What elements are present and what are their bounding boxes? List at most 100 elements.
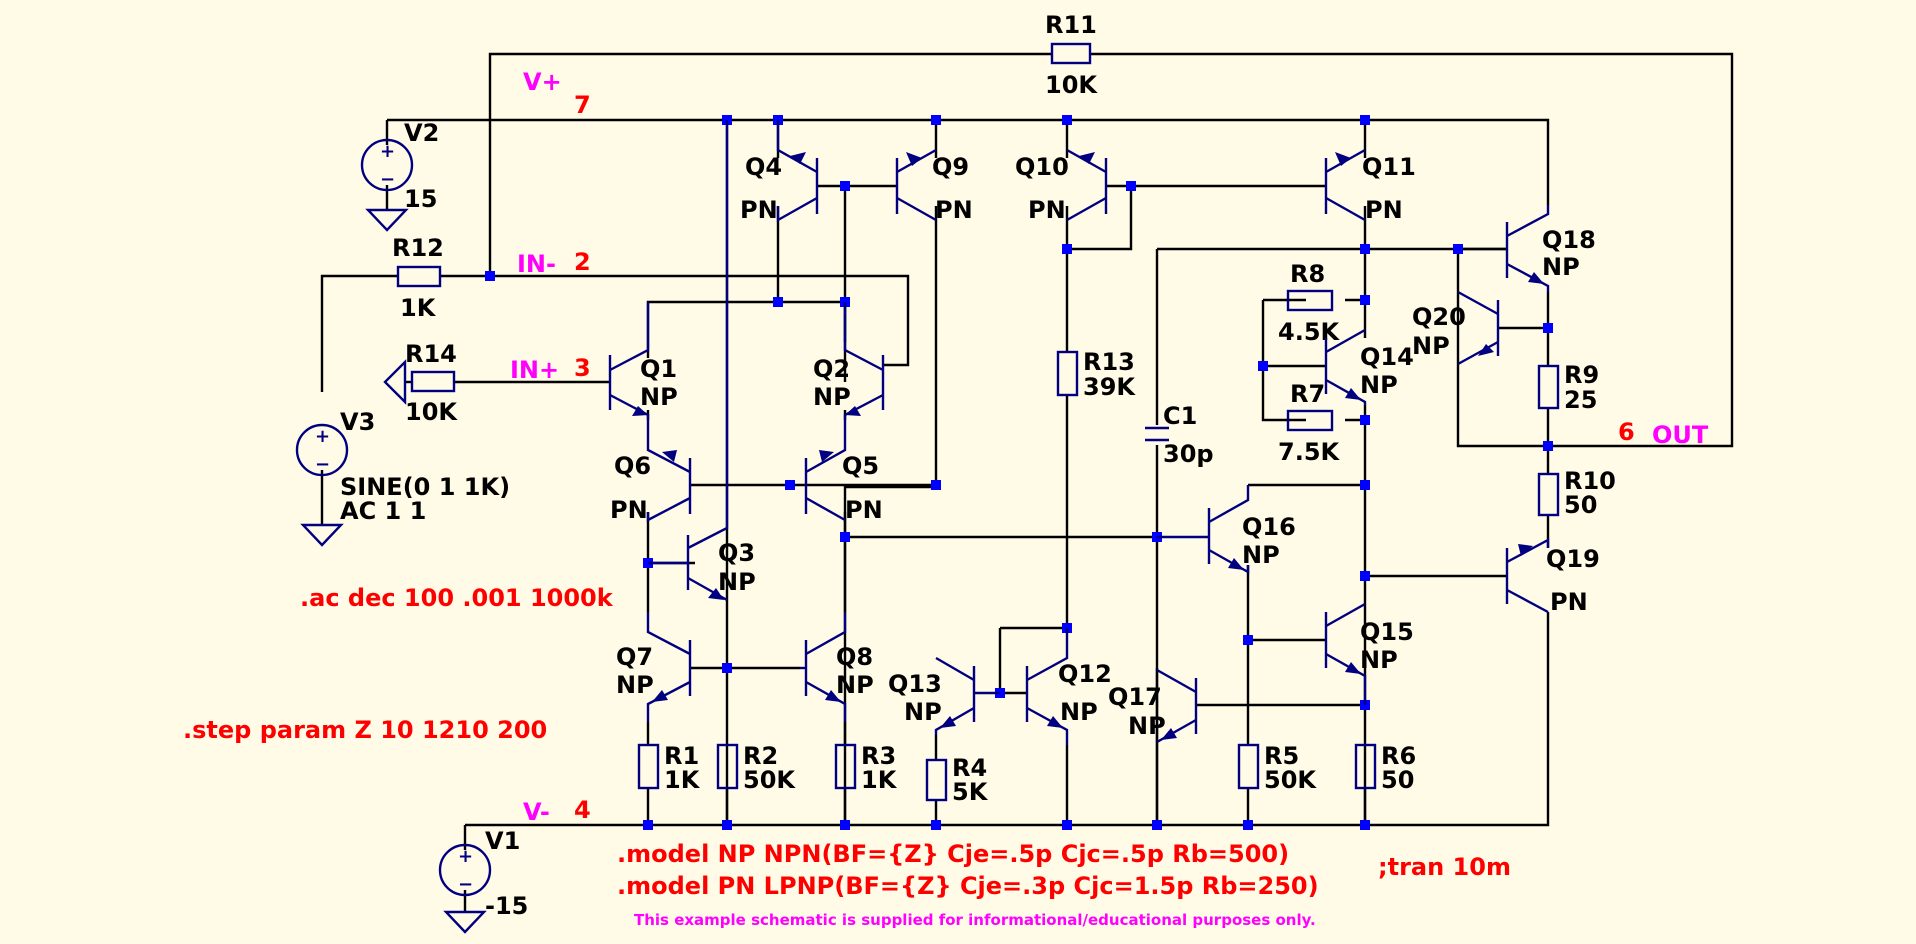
source-v1[interactable]: + − V1 -15 [438,827,528,934]
q18-model: NP [1542,253,1580,281]
q3-name: Q3 [718,539,755,567]
capacitor-c1[interactable]: C1 30p [1145,402,1214,468]
ground-icon-r14 [383,359,407,405]
c1-name: C1 [1163,402,1197,430]
footer-note: This example schematic is supplied for i… [634,911,1316,929]
resistor-r7[interactable]: R7 7.5K [1278,380,1341,466]
resistor-r1[interactable]: R1 1K [637,742,701,794]
svg-text:−: − [458,874,473,895]
svg-text:+: + [315,426,330,447]
ground-icon [443,910,487,934]
transistor-q3[interactable]: Q3 NP [648,120,756,602]
transistor-q14[interactable]: Q14 NP [1324,328,1414,405]
transistor-q12[interactable]: Q12 NP [1025,628,1112,745]
q2-model: NP [813,383,851,411]
resistor-r9[interactable]: R9 25 [1537,361,1599,414]
resistor-r6[interactable]: R6 50 [1354,742,1416,794]
directive-ac[interactable]: .ac dec 100 .001 1000k [300,584,614,612]
transistor-q7[interactable]: Q7 NP [616,612,692,722]
directive-model-np[interactable]: .model NP NPN(BF={Z} Cje=.5p Cjc=.5p Rb=… [617,840,1289,868]
r3-name: R3 [861,742,896,770]
q10-name: Q10 [1015,153,1069,181]
q20-model: NP [1412,332,1450,360]
net-inplus-num: 3 [574,354,591,382]
source-v3[interactable]: + − V3 SINE(0 1 1K) AC 1 1 [295,408,510,547]
resistor-r3[interactable]: R3 1K [834,742,898,794]
r14-value: 10K [405,398,458,426]
v3-value: SINE(0 1 1K) [340,473,510,501]
v3-value2: AC 1 1 [340,497,426,525]
transistor-q20[interactable]: Q20 NP [1412,290,1500,366]
r7-value: 7.5K [1278,438,1341,466]
r2-value: 50K [743,766,796,794]
q15-model: NP [1360,646,1398,674]
q15-name: Q15 [1360,618,1414,646]
resistor-r10[interactable]: R10 50 [1537,467,1616,519]
q9-model: PN [935,196,973,224]
resistor-r11[interactable]: R11 10K [1045,11,1098,99]
resistor-r12[interactable]: R12 1K [392,234,444,322]
r2-name: R2 [743,742,778,770]
q7-model: NP [616,671,654,699]
transistor-q6[interactable]: Q6 PN [610,420,692,524]
resistor-r14[interactable]: R14 10K [405,340,458,426]
transistor-q16[interactable]: Q16 NP [1157,485,1296,575]
q17-model: NP [1128,712,1166,740]
v2-name: V2 [404,119,439,147]
q1-model: NP [640,383,678,411]
resistor-r5[interactable]: R5 50K [1237,742,1317,794]
q20-name: Q20 [1412,303,1466,331]
r6-name: R6 [1381,742,1416,770]
q9-name: Q9 [932,153,969,181]
transistor-q10[interactable]: Q10 PN [1015,148,1108,224]
q5-model: PN [845,496,883,524]
transistor-q2[interactable]: Q2 NP [813,302,885,420]
r4-value: 5K [952,778,989,806]
r13-value: 39K [1083,373,1136,401]
resistor-r4[interactable]: R4 5K [925,754,989,806]
q3-model: NP [718,568,756,596]
directive-tran[interactable]: ;tran 10m [1378,853,1511,881]
q12-name: Q12 [1058,660,1112,688]
ground-icon [300,523,344,547]
directive-step[interactable]: .step param Z 10 1210 200 [183,716,547,744]
transistor-q11[interactable]: Q11 PN [1324,148,1416,224]
transistor-q8[interactable]: Q8 NP [800,612,874,722]
r5-value: 50K [1264,766,1317,794]
net-inminus: IN- [517,250,556,278]
r7-name: R7 [1290,380,1325,408]
transistor-q4[interactable]: Q4 PN [740,120,819,224]
q2-name: Q2 [813,355,850,383]
q19-name: Q19 [1546,545,1600,573]
r13-name: R13 [1083,348,1135,376]
r12-name: R12 [392,234,444,262]
q7-name: Q7 [616,643,653,671]
q6-model: PN [610,496,648,524]
svg-text:+: + [380,141,395,162]
r12-value: 1K [400,294,437,322]
v1-name: V1 [485,827,520,855]
transistor-q19[interactable]: Q19 PN [1505,537,1600,616]
resistor-r13[interactable]: R13 39K [1056,348,1136,401]
q11-model: PN [1365,196,1403,224]
transistor-q18[interactable]: Q18 NP [1505,205,1596,292]
q12-model: NP [1060,698,1098,726]
transistor-q9[interactable]: Q9 PN [895,148,973,224]
transistor-q13[interactable]: Q13 NP [888,656,1000,735]
directive-model-pn[interactable]: .model PN LPNP(BF={Z} Cje=.3p Cjc=1.5p R… [617,872,1319,900]
q13-model: NP [904,698,942,726]
resistor-r2[interactable]: R2 50K [716,742,796,794]
transistor-q5[interactable]: Q5 PN [804,420,883,524]
q4-model: PN [740,196,778,224]
r8-value: 4.5K [1278,318,1341,346]
r9-name: R9 [1564,361,1599,389]
transistor-q15[interactable]: Q15 NP [1324,602,1414,705]
r1-value: 1K [664,766,701,794]
r11-name: R11 [1045,11,1097,39]
transistor-q1[interactable]: Q1 NP [608,302,678,420]
source-v2[interactable]: + − V2 15 [360,119,439,232]
transistor-q17[interactable]: Q17 NP [1108,668,1198,744]
r1-name: R1 [664,742,699,770]
net-vminus-num: 4 [574,796,591,824]
resistor-r8[interactable]: R8 4.5K [1278,260,1341,346]
